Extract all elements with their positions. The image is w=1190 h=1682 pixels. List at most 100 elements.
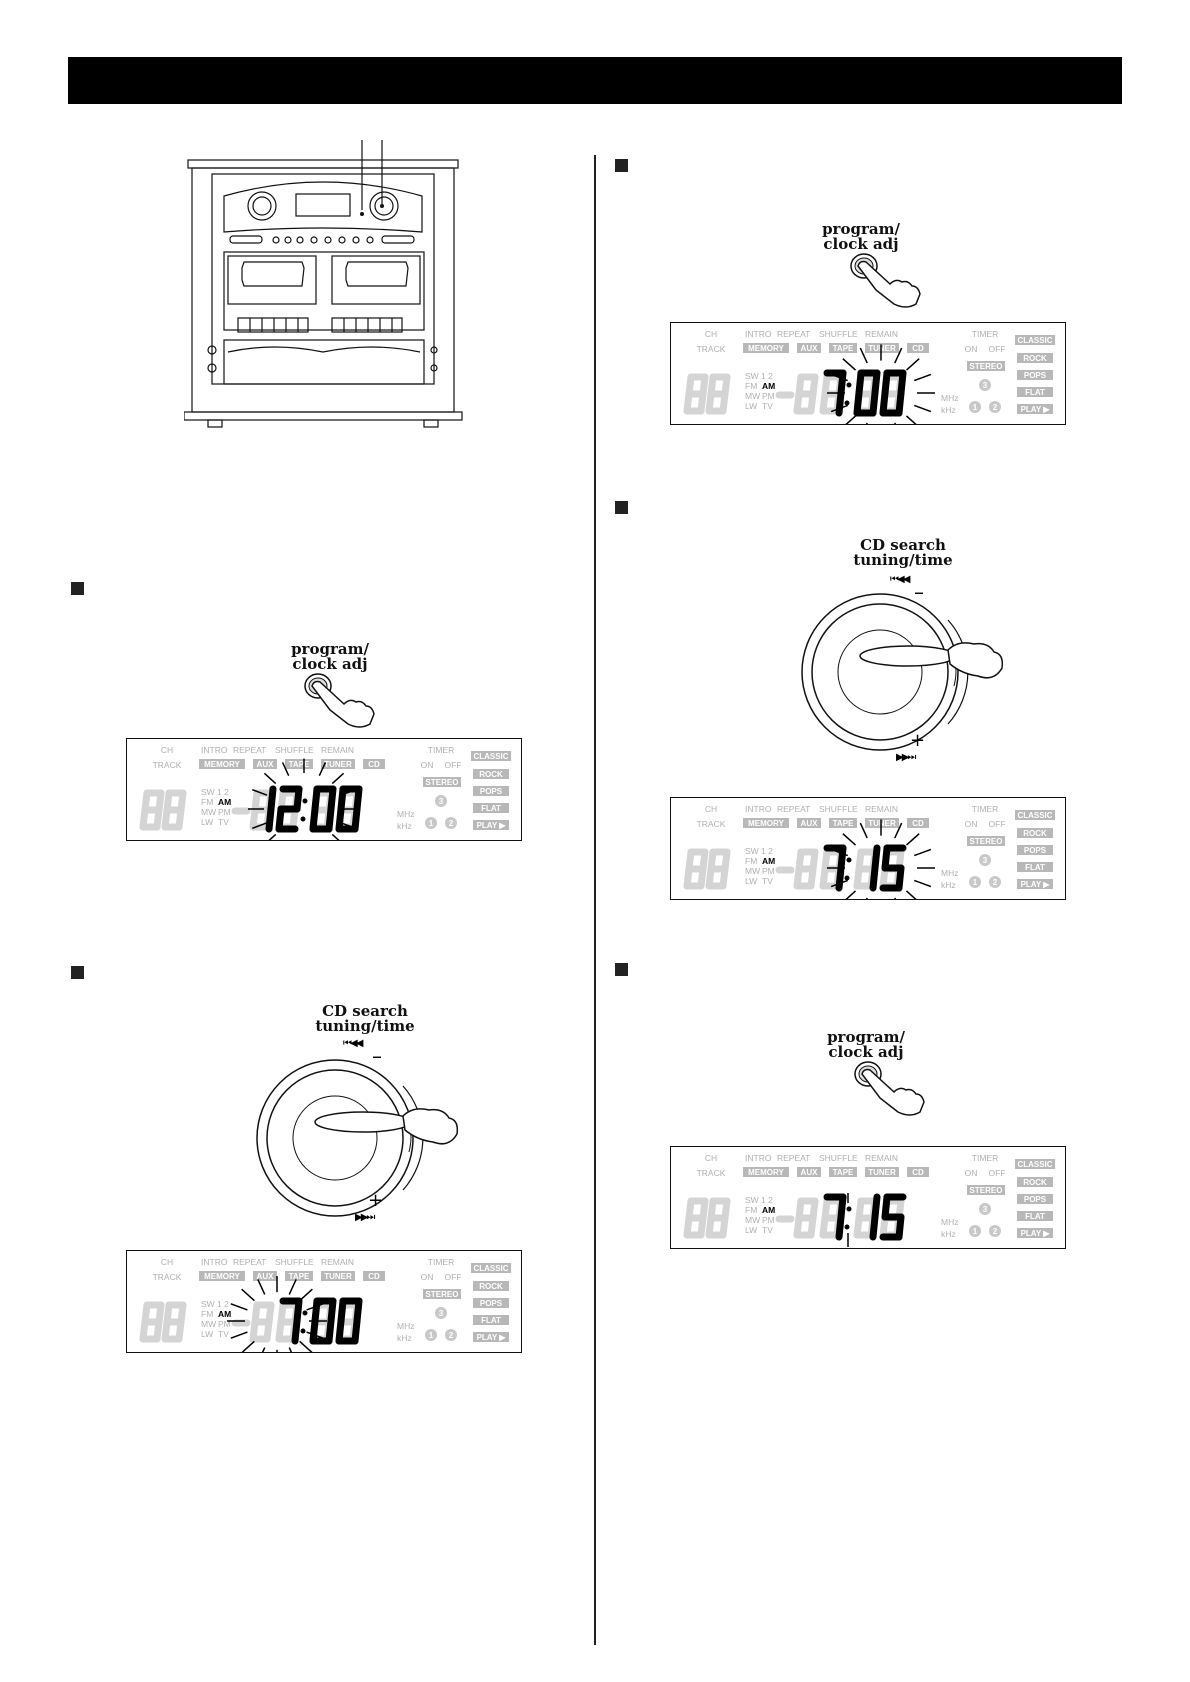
am-indicator: AM — [762, 856, 775, 866]
blink-ray — [306, 1303, 324, 1311]
lcd-segment — [869, 1213, 879, 1241]
lcd-label-box — [1017, 828, 1053, 838]
skip-forward-icon: ▶▶⏭ — [896, 752, 916, 763]
lcd-label-box — [797, 818, 821, 828]
blink-ray — [913, 404, 932, 413]
lcd-segment — [311, 1297, 321, 1325]
blink-ray — [288, 1347, 293, 1352]
lcd-label: PLAY ▶ — [1021, 1229, 1051, 1238]
cd-search-dial[interactable] — [253, 1056, 473, 1220]
hand-pressing-button[interactable] — [850, 1060, 930, 1120]
lcd-label: TRACK — [697, 344, 726, 354]
lcd-label: MEMORY — [748, 344, 784, 353]
lcd-segment — [835, 1213, 845, 1241]
preset-indicator — [969, 401, 981, 413]
lcd-label: 3 — [983, 856, 988, 865]
lcd-label: SW 1 2 — [201, 1299, 229, 1309]
preset-indicator — [425, 1329, 437, 1341]
lcd-label-box — [473, 1332, 509, 1342]
clock-colon — [300, 1328, 306, 1334]
lcd-label-box — [743, 1167, 789, 1177]
cd-search-dial[interactable] — [798, 590, 1018, 754]
hand-pressing-button[interactable] — [846, 252, 926, 312]
preset-indicator — [425, 817, 437, 829]
lcd-label: 2 — [449, 1331, 454, 1340]
lcd-label: FM — [745, 381, 757, 391]
clock-colon — [846, 857, 852, 863]
lcd-label-box — [363, 1271, 385, 1281]
blink-ray — [230, 1303, 248, 1311]
lcd-label-box — [285, 1271, 313, 1281]
lcd-label-box — [253, 759, 277, 769]
lcd-label-box — [1015, 1159, 1055, 1169]
lcd-label: TRACK — [697, 819, 726, 829]
lcd-label-box — [285, 759, 313, 769]
lcd-label-box — [907, 818, 929, 828]
lcd-label: INTRO — [745, 1153, 772, 1163]
lcd-label: 1 — [973, 878, 978, 887]
lcd-label-box — [967, 361, 1005, 371]
lcd-label-box — [797, 1167, 821, 1177]
clock-colon — [846, 1206, 852, 1212]
lcd-label: MHz — [941, 868, 958, 878]
lcd-label: 1 — [429, 819, 434, 828]
lcd-label: PM — [762, 1215, 775, 1225]
section-header-bar — [68, 57, 1122, 104]
preset-indicator — [979, 854, 991, 866]
lcd-label-box — [1017, 387, 1053, 397]
lcd-label-box — [865, 343, 899, 353]
hand-pressing-button[interactable] — [300, 672, 380, 732]
lcd-label: INTRO — [201, 745, 228, 755]
blink-ray — [252, 789, 268, 796]
lcd-label: STEREO — [970, 837, 1003, 846]
lcd-label: OFF — [445, 1272, 462, 1282]
lcd-label: TRACK — [697, 1168, 726, 1178]
lcd-segment — [835, 389, 845, 417]
lcd-segment — [337, 1297, 347, 1325]
lcd-label: TIMER — [972, 329, 998, 339]
lcd-label: 1 — [429, 1331, 434, 1340]
column-divider — [594, 155, 596, 1645]
cd-search-dial-label: CD search tuning/time — [838, 538, 968, 568]
lcd-label: STEREO — [970, 362, 1003, 371]
lcd-label-box — [473, 1315, 509, 1325]
lcd-label: FM — [201, 797, 213, 807]
lcd-label-box — [1015, 335, 1055, 345]
lcd-label: LW — [745, 876, 757, 886]
lcd-label-box — [363, 759, 385, 769]
preset-indicator — [435, 1307, 447, 1319]
lcd-label: 3 — [983, 1205, 988, 1214]
lcd-label: INTRO — [745, 329, 772, 339]
lcd-label: CH — [705, 329, 717, 339]
skip-back-icon: ⏮◀◀ — [343, 1038, 363, 1049]
lcd-label-box — [1017, 1194, 1053, 1204]
label-line-2: tuning/time — [853, 551, 953, 569]
dial-plus-label: + — [910, 730, 926, 751]
lcd-label: INTRO — [201, 1257, 228, 1267]
lcd-label: STEREO — [970, 1186, 1003, 1195]
blink-ray — [306, 1331, 324, 1339]
lcd-label-box — [829, 818, 857, 828]
lcd-label: LW — [201, 1329, 213, 1339]
blink-ray — [830, 848, 849, 857]
lcd-label-box — [473, 769, 509, 779]
clock-colon — [844, 1224, 850, 1230]
label-line-1: program/ — [822, 220, 900, 238]
blink-ray — [905, 833, 920, 846]
lcd-label-box — [199, 1271, 245, 1281]
lcd-label: 3 — [439, 797, 444, 806]
lcd-label: TAPE — [833, 1168, 854, 1177]
lcd-label: CLASSIC — [473, 752, 508, 761]
step-marker-4 — [615, 501, 628, 514]
lcd-label: SHUFFLE — [819, 804, 858, 814]
lcd-label: STEREO — [426, 1290, 459, 1299]
clock-colon — [302, 1310, 308, 1316]
program-clock-adj-label: program/ clock adj — [806, 1030, 926, 1060]
lcd-label: FLAT — [1025, 863, 1045, 872]
lcd-label: kHz — [941, 1229, 956, 1239]
lcd-label: 1 — [973, 1227, 978, 1236]
lcd-label: AUX — [801, 344, 819, 353]
blink-ray — [331, 772, 345, 785]
lcd-label: MW — [745, 1215, 760, 1225]
